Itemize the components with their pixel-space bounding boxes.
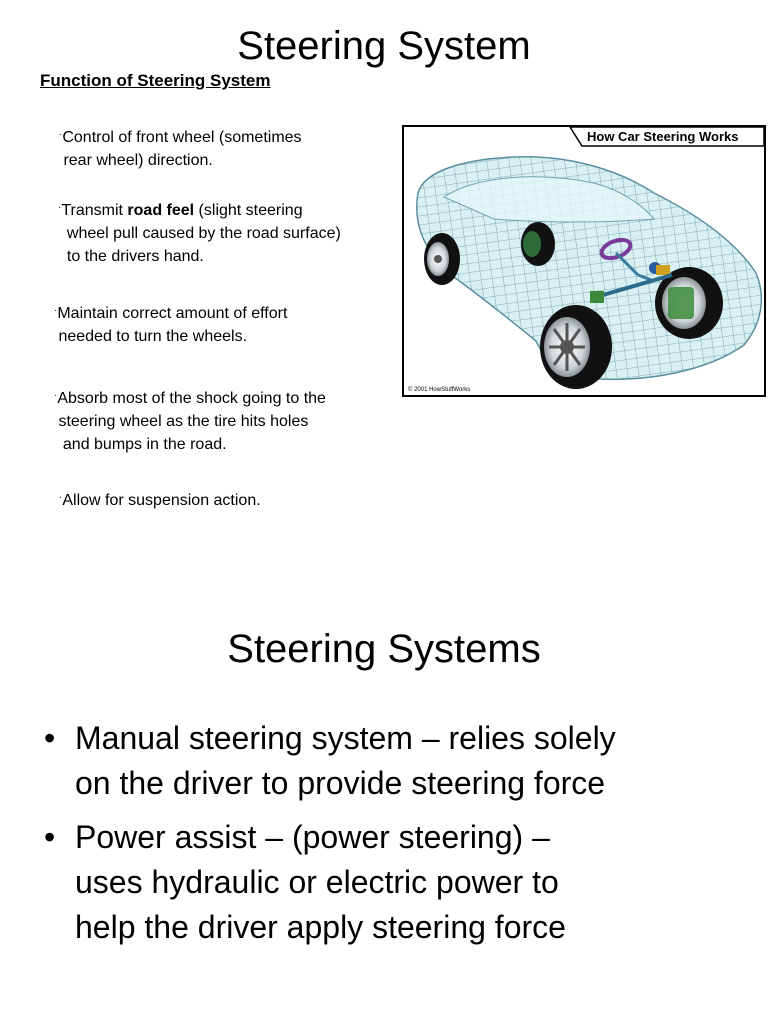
function-item-line: Maintain correct amount of effort (57, 305, 288, 322)
bullet-marker: · (59, 492, 63, 503)
steering-assembly (590, 237, 673, 303)
steering-illustration: How Car Steering Works (402, 125, 766, 397)
bullet-marker: · (58, 202, 62, 213)
function-item-line: wheel pull caused by the road surface) (58, 225, 341, 242)
bullet-line: on the driver to provide steering force (75, 765, 606, 801)
bullet-marker: · (54, 305, 58, 316)
front-right-wheel (655, 267, 723, 339)
slide-title-2: Steering Systems (227, 627, 541, 671)
car-wireframe-drawing: How Car Steering Works (408, 127, 764, 393)
function-item-line: needed to turn the wheels. (54, 328, 248, 345)
bullet-line: Manual steering system – relies solely (75, 720, 616, 756)
rear-right-wheel (521, 222, 555, 266)
function-item-text: Transmit (61, 202, 128, 219)
bullet-manual-steering: • Manual steering system – relies solely… (44, 716, 744, 806)
function-item-5: ·Allow for suspension action. (59, 486, 261, 512)
banner-tab (569, 127, 764, 147)
front-left-wheel (540, 305, 612, 389)
bullet-marker: · (54, 390, 58, 401)
figure-copyright: © 2001 HowStuffWorks (408, 386, 470, 393)
section-heading: Function of Steering System (40, 71, 271, 90)
function-item-line: Control of front wheel (sometimes (62, 129, 302, 146)
bullet-line: help the driver apply steering force (75, 909, 566, 945)
function-item-line: and bumps in the road. (54, 436, 227, 453)
bullet-marker: • (44, 819, 56, 855)
function-item-1: ·Control of front wheel (sometimes rear … (59, 123, 302, 172)
function-item-text: (slight steering (194, 202, 303, 219)
bullet-line: uses hydraulic or electric power to (75, 864, 559, 900)
car-roof (442, 176, 656, 223)
function-item-4: ·Absorb most of the shock going to the s… (54, 384, 326, 456)
bullet-line: Power assist – (power steering) – (75, 819, 550, 855)
function-item-line: steering wheel as the tire hits holes (54, 413, 309, 430)
function-item-line: to the drivers hand. (58, 248, 204, 265)
bullet-marker: · (59, 129, 63, 140)
function-item-line: Absorb most of the shock going to the (57, 390, 326, 407)
bullet-marker: • (44, 720, 56, 756)
function-item-2: ·Transmit road feel (slight steering whe… (58, 196, 341, 268)
function-item-line: Allow for suspension action. (62, 492, 261, 509)
function-item-3: ·Maintain correct amount of effort neede… (54, 299, 287, 348)
emphasis-road-feel: road feel (127, 202, 195, 219)
figure-banner: How Car Steering Works (587, 129, 738, 144)
rear-left-wheel (424, 233, 460, 285)
slide-title: Steering System (237, 24, 531, 68)
bullet-power-assist: • Power assist – (power steering) – uses… (44, 815, 744, 950)
function-item-line: rear wheel) direction. (59, 152, 213, 169)
